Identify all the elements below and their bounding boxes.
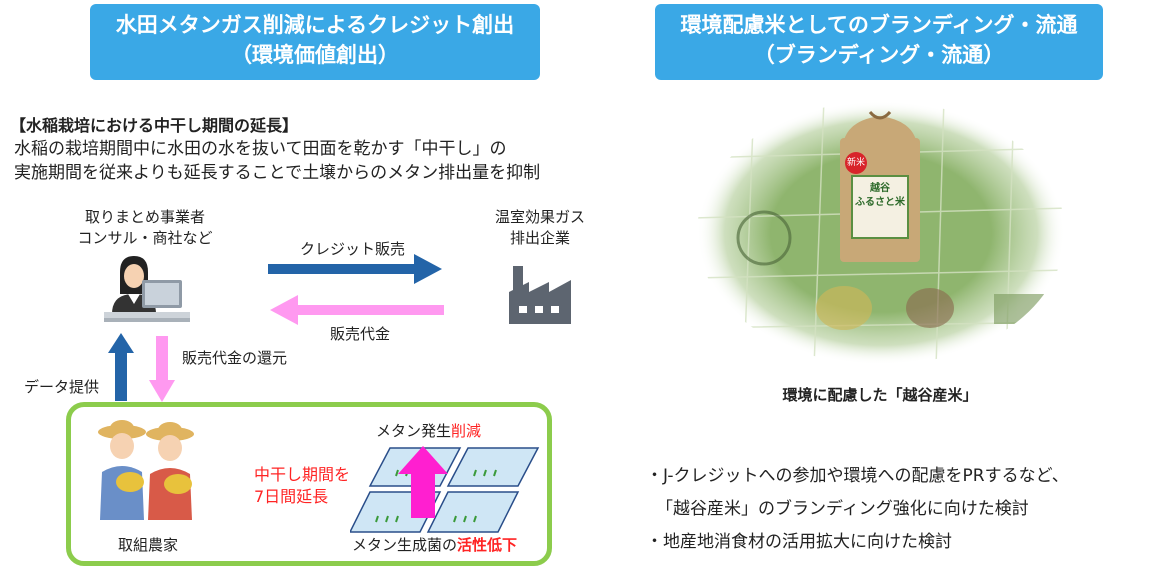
methanogen-highlight: 活性低下: [457, 536, 518, 554]
methane-gen-highlight: 削減: [451, 422, 482, 440]
credit-sale-label: クレジット販売: [300, 240, 406, 258]
aggregator-line2: コンサル・商社など: [77, 229, 213, 247]
methanogen-label: メタン生成菌の活性低下: [352, 534, 517, 555]
rice-bag-line1: 越谷: [870, 183, 890, 194]
sales-payment-arrow: [270, 295, 444, 325]
left-header: 水田メタンガス削減によるクレジット創出 （環境価値創出）: [90, 4, 540, 80]
right-header-line2: （ブランディング・流通）: [753, 43, 1005, 67]
photo-caption: 環境に配慮した「越谷産米」: [782, 386, 978, 404]
section-title: 【水稲栽培における中干し期間の延長】: [10, 116, 299, 135]
farm-frame: [66, 402, 552, 566]
left-header-line2: （環境価値創出）: [231, 43, 399, 67]
rice-bag-tag: 新米: [845, 152, 867, 174]
bullet-1: ・J-クレジットへの参加や環境への配慮をPRするなど、: [646, 466, 1069, 486]
description: 水稲の栽培期間中に水田の水を抜いて田面を乾かす「中干し」の 実施期間を従来よりも…: [14, 137, 540, 185]
farmers-label: 取組農家: [117, 536, 178, 554]
left-header-line1: 水田メタンガス削減によるクレジット創出: [115, 13, 515, 37]
description-line1: 水稲の栽培期間中に水田の水を抜いて田面を乾かす「中干し」の: [14, 139, 507, 159]
person-laptop-icon: [104, 256, 190, 322]
methanogen-prefix: メタン生成菌の: [352, 536, 458, 554]
drying-line1: 中干し期間を: [254, 465, 351, 484]
description-line2: 実施期間を従来よりも延長することで土壌からのメタン排出量を抑制: [14, 163, 541, 183]
credit-sale-arrow: [268, 254, 442, 284]
sales-payment-label: 販売代金: [330, 325, 391, 343]
farmers-icon: [98, 420, 194, 520]
methane-reduction-arrow: [398, 446, 448, 518]
aggregator-line1: 取りまとめ事業者: [84, 208, 205, 226]
bullet-list: ・J-クレジットへの参加や環境への配慮をPRするなど、 「越谷産米」のブランディ…: [646, 460, 1069, 559]
data-provision-arrow: [108, 333, 134, 401]
rice-bag-label: 越谷 ふるさと米: [852, 182, 908, 210]
bullet-2: 「越谷産米」のブランディング強化に向けた検討: [656, 499, 1029, 519]
emitter-label: 温室効果ガス 排出企業: [470, 207, 610, 249]
emitter-line2: 排出企業: [509, 229, 570, 247]
rice-bag-line2: ふるさと米: [855, 197, 905, 208]
emitter-line1: 温室効果ガス: [494, 208, 585, 226]
drying-extension: 中干し期間を 7日間延長: [254, 464, 350, 508]
payment-return-arrow: [149, 336, 175, 402]
drying-line2: 7日間延長: [254, 487, 329, 506]
payment-return-label: 販売代金の還元: [182, 349, 288, 367]
methane-gen-prefix: メタン発生: [376, 422, 452, 440]
aggregator-label: 取りまとめ事業者 コンサル・商社など: [60, 207, 230, 249]
factory-icon: [509, 266, 571, 324]
methane-generation-label: メタン発生削減: [376, 420, 481, 441]
right-header: 環境配慮米としてのブランディング・流通 （ブランディング・流通）: [655, 4, 1103, 80]
data-provision-label: データ提供: [24, 378, 100, 396]
bullet-3: ・地産地消食材の活用拡大に向けた検討: [646, 532, 952, 552]
right-header-line1: 環境配慮米としてのブランディング・流通: [680, 13, 1078, 37]
